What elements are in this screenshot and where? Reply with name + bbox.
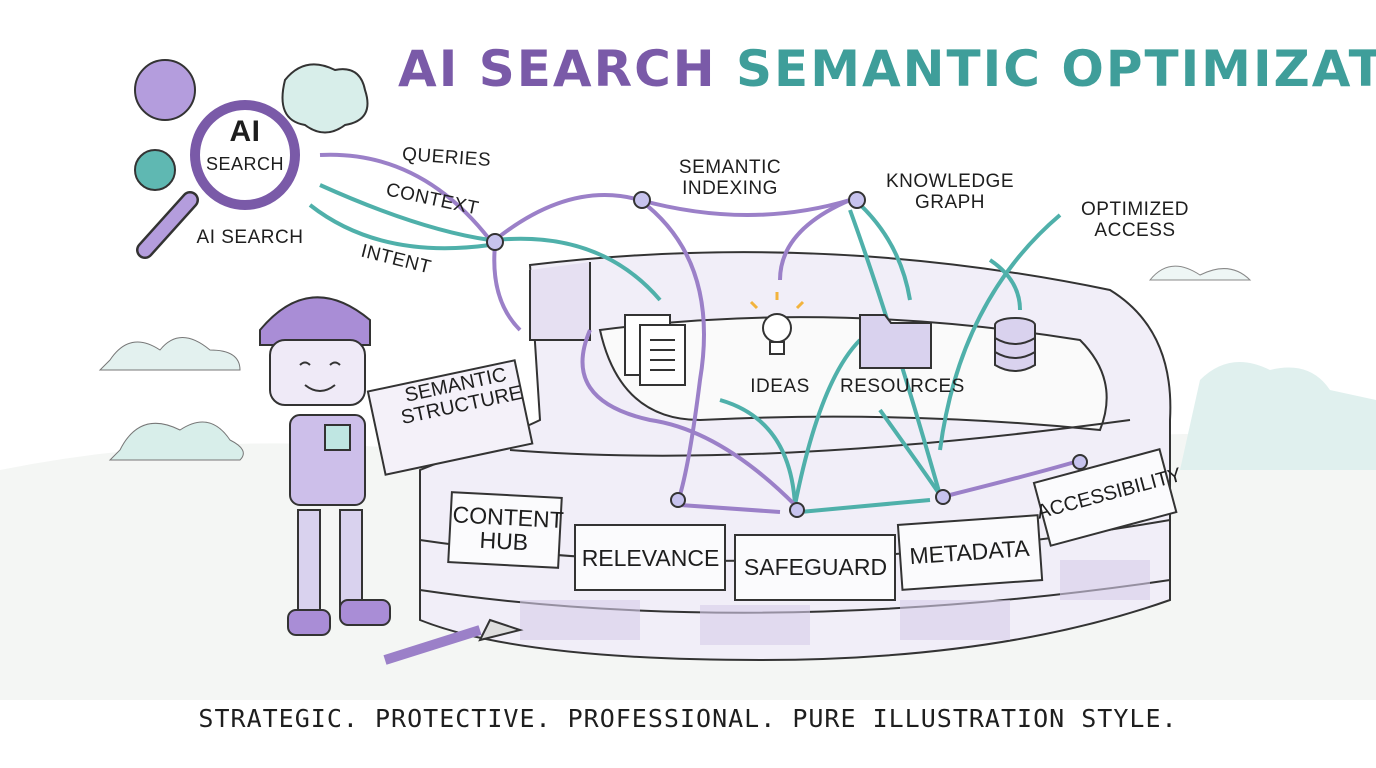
robot-builder (259, 296, 534, 665)
brick-wall (419, 251, 1178, 662)
node-semantic-indexing: SEMANTIC INDEXING (678, 157, 782, 199)
magnifier-search-text: SEARCH (205, 154, 284, 174)
ai-search-caption: AI SEARCH (196, 227, 304, 248)
wall-brick-content-hub: CONTENT HUB (452, 501, 565, 556)
magnifier-icon (134, 59, 369, 259)
database-icon (994, 317, 1036, 372)
folder-icon (859, 314, 932, 369)
lightbulb-icon (749, 292, 805, 355)
node-optimized-access: OPTIMIZED ACCESS (1081, 199, 1189, 241)
wall-brick-relevance: RELEVANCE (581, 545, 720, 571)
title-part-2: SEMANTIC OPTIMIZATION (736, 40, 1376, 98)
node-knowledge-graph: KNOWLEDGE GRAPH (885, 171, 1015, 213)
resources-label: RESOURCES (840, 376, 965, 397)
page-title: AI SEARCH SEMANTIC OPTIMIZATION (398, 40, 1376, 98)
documents-icon (624, 314, 686, 386)
footer-tagline: STRATEGIC. PROTECTIVE. PROFESSIONAL. PUR… (198, 704, 1178, 733)
title-part-1: AI SEARCH (398, 40, 717, 98)
ideas-label: IDEAS (750, 376, 810, 397)
wall-brick-safeguard: SAFEGUARD (743, 554, 888, 580)
network-nodes (486, 191, 1088, 518)
magnifier-ai-text: AI (229, 115, 261, 148)
